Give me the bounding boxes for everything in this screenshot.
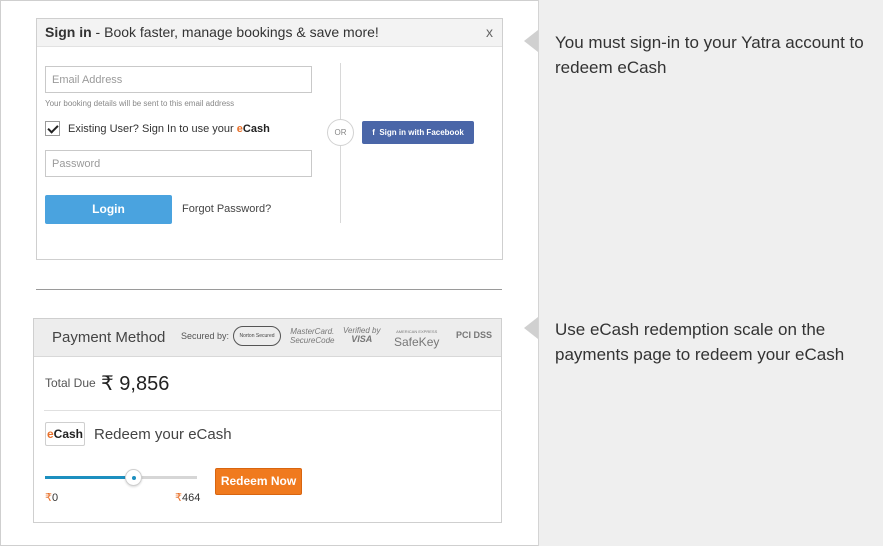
secured-by-label: Secured by: — [181, 331, 230, 341]
mastercard-securecode-icon: MasterCard. SecureCode — [290, 327, 334, 345]
close-icon[interactable]: x — [486, 24, 493, 40]
callout-arrow-icon — [524, 30, 538, 52]
login-button[interactable]: Login — [45, 195, 172, 224]
existing-user-checkbox[interactable] — [45, 121, 60, 136]
redeem-now-button[interactable]: Redeem Now — [215, 468, 302, 495]
redeem-ecash-label: Redeem your eCash — [94, 426, 232, 443]
signin-dialog: Sign in - Book faster, manage bookings &… — [36, 18, 503, 260]
rupee-icon: ₹ — [175, 492, 182, 504]
forgot-password-link[interactable]: Forgot Password? — [182, 203, 272, 215]
slider-min-text: 0 — [52, 492, 59, 504]
email-field[interactable]: Email Address — [45, 66, 312, 93]
callout-arrow-icon — [524, 317, 538, 339]
ecash-slider-track[interactable] — [45, 469, 197, 486]
callout-signin: You must sign-in to your Yatra account t… — [555, 33, 864, 77]
ecash-logo-e: e — [46, 427, 54, 441]
payment-separator — [44, 410, 502, 411]
existing-user-label: Existing User? Sign In to use your — [68, 122, 234, 135]
slider-max-text: 464 — [182, 492, 201, 504]
facebook-icon: f — [372, 128, 375, 137]
payment-title: Payment Method — [52, 329, 166, 346]
slider-min-value: ₹0 — [45, 491, 58, 504]
norton-secured-icon: Norton Secured — [233, 326, 281, 346]
ecash-e-text: e — [236, 122, 243, 135]
mastercard-label: MasterCard. — [290, 327, 335, 336]
rupee-icon: ₹ — [45, 492, 52, 504]
facebook-signin-button[interactable]: f Sign in with Facebook — [362, 121, 474, 144]
password-field[interactable]: Password — [45, 150, 312, 177]
or-separator: OR — [327, 119, 354, 146]
total-due-value: ₹ 9,856 — [101, 373, 170, 395]
safekey-label: SafeKey — [394, 335, 440, 349]
verified-by-visa-icon: Verified by VISA — [343, 326, 381, 344]
slider-max-value: ₹464 — [175, 491, 200, 504]
ecash-logo: eCash — [45, 422, 85, 446]
ecash-slider-handle[interactable] — [125, 469, 143, 486]
signin-title: Sign in — [45, 24, 92, 40]
facebook-button-label: Sign in with Facebook — [379, 128, 464, 137]
explanation-panel — [538, 0, 883, 546]
verified-by-label: Verified by — [343, 326, 381, 335]
total-due-label: Total Due — [45, 376, 96, 390]
section-divider — [36, 289, 502, 290]
payment-header: Payment Method Secured by: Norton Secure… — [34, 319, 501, 357]
amex-label: AMERICAN EXPRESS — [396, 329, 438, 334]
visa-label: VISA — [351, 334, 373, 344]
callout-redeem: Use eCash redemption scale on the paymen… — [555, 320, 845, 364]
email-placeholder: Email Address — [52, 74, 123, 86]
signin-header: Sign in - Book faster, manage bookings &… — [37, 19, 502, 47]
email-hint: Your booking details will be sent to thi… — [45, 99, 235, 108]
ecash-slider-fill — [45, 476, 134, 479]
signin-subtitle: - Book faster, manage bookings & save mo… — [91, 24, 379, 40]
securecode-label: SecureCode — [290, 336, 335, 345]
ecash-cash-text: Cash — [242, 122, 270, 135]
password-placeholder: Password — [52, 158, 101, 170]
ecash-logo-cash: Cash — [53, 427, 84, 441]
amex-safekey-icon: AMERICAN EXPRESS SafeKey — [394, 327, 439, 349]
pci-dss-icon: PCI DSS — [456, 330, 493, 340]
payment-panel: Payment Method Secured by: Norton Secure… — [33, 318, 502, 523]
